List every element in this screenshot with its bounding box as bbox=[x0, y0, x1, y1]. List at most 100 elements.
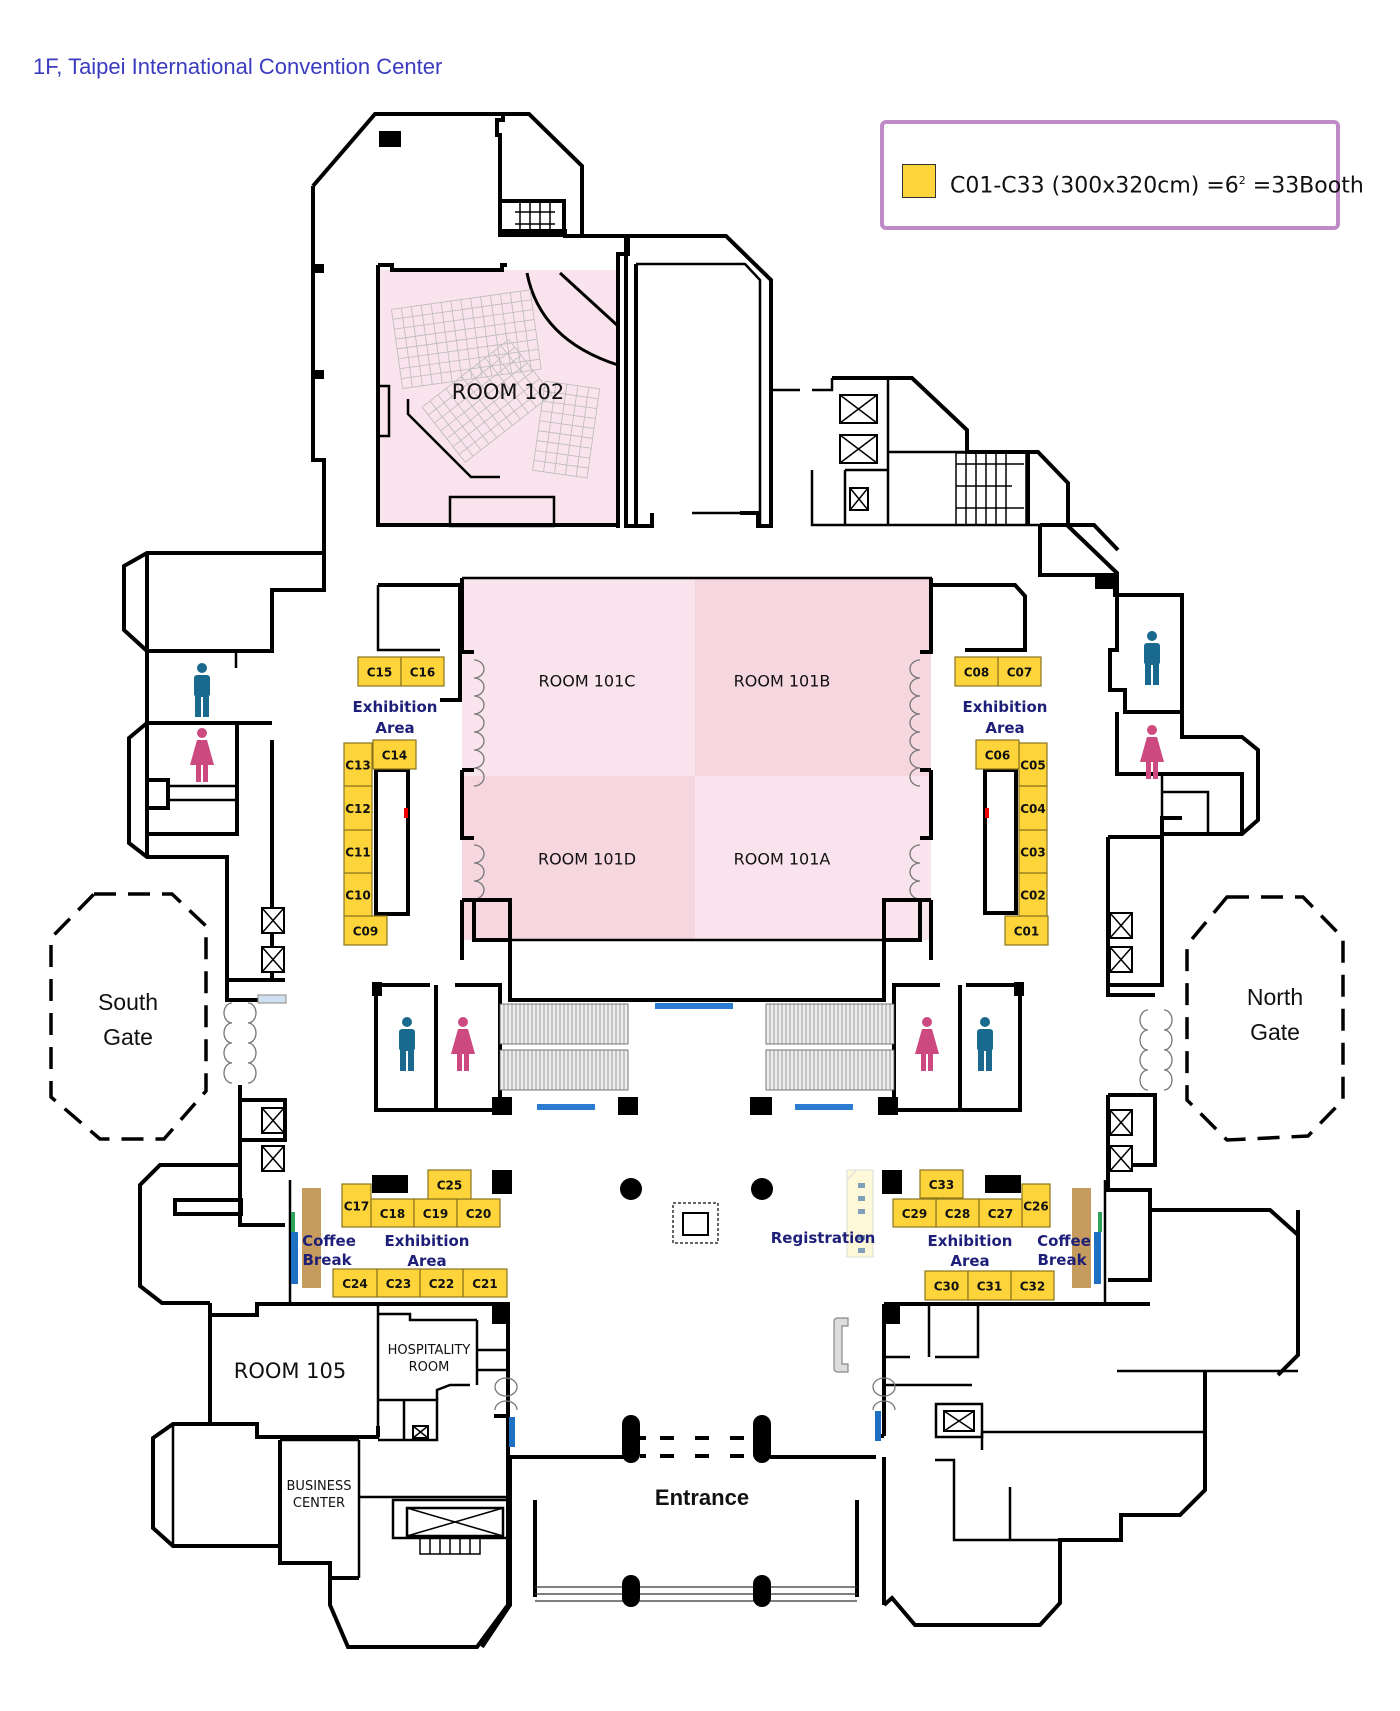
booth-c09[interactable]: C09 bbox=[343, 915, 388, 946]
booth-label: C18 bbox=[380, 1207, 406, 1221]
booth-rect[interactable] bbox=[462, 1268, 508, 1298]
booth-label: C31 bbox=[977, 1280, 1003, 1294]
booth-c19[interactable]: C19 bbox=[413, 1198, 458, 1228]
booth-rect[interactable] bbox=[919, 1169, 964, 1199]
booth-c15[interactable]: C15 bbox=[357, 656, 402, 687]
booth-rect[interactable] bbox=[343, 872, 373, 917]
booth-c18[interactable]: C18 bbox=[370, 1198, 415, 1228]
booth-rect[interactable] bbox=[1018, 872, 1048, 917]
booth-rect[interactable] bbox=[1018, 785, 1048, 831]
booth-c16[interactable]: C16 bbox=[400, 656, 445, 687]
booth-c06[interactable]: C06 bbox=[975, 739, 1020, 770]
booth-rect[interactable] bbox=[343, 785, 373, 831]
legend-text: C01-C33 (300x320cm) =62 =33Booth bbox=[950, 164, 1364, 203]
booth-label: C16 bbox=[410, 666, 436, 680]
booth-c17[interactable]: C17 bbox=[341, 1183, 372, 1228]
male-restroom-icon bbox=[1144, 631, 1160, 685]
exhibition-labels: Exhibition Area Exhibition Area Exhibiti… bbox=[353, 698, 1048, 1270]
booth-c05[interactable]: C05 bbox=[1018, 742, 1048, 787]
booth-rect[interactable] bbox=[935, 1198, 980, 1228]
coffee-break-west-label-1: Coffee bbox=[302, 1232, 356, 1250]
booth-label: C08 bbox=[964, 666, 990, 680]
booth-rect[interactable] bbox=[1018, 742, 1048, 787]
booth-c24[interactable]: C24 bbox=[332, 1268, 378, 1298]
booth-label: C12 bbox=[345, 802, 371, 816]
booth-c14[interactable]: C14 bbox=[372, 739, 417, 770]
booth-rect[interactable] bbox=[332, 1268, 378, 1298]
coffee-break-east: Coffee Break bbox=[1037, 1188, 1102, 1288]
booth-c28[interactable]: C28 bbox=[935, 1198, 980, 1228]
booth-rect[interactable] bbox=[400, 656, 445, 687]
booth-c31[interactable]: C31 bbox=[967, 1270, 1012, 1301]
booth-c20[interactable]: C20 bbox=[456, 1198, 501, 1228]
booth-c04[interactable]: C04 bbox=[1018, 785, 1048, 831]
coffee-break-west-label-2: Break bbox=[302, 1251, 352, 1269]
booth-c29[interactable]: C29 bbox=[892, 1198, 937, 1228]
booth-rect[interactable] bbox=[978, 1198, 1023, 1228]
booth-c11[interactable]: C11 bbox=[343, 829, 373, 874]
booth-rect[interactable] bbox=[343, 742, 373, 787]
booth-rect[interactable] bbox=[997, 656, 1042, 687]
south-gate-label-2: Gate bbox=[103, 1024, 153, 1050]
north-hall-block bbox=[624, 234, 800, 528]
booth-rect[interactable] bbox=[1018, 829, 1048, 874]
room-101-block: ROOM 101C ROOM 101B ROOM 101D ROOM 101A bbox=[376, 576, 1027, 1002]
booth-c32[interactable]: C32 bbox=[1010, 1270, 1055, 1301]
booth-c30[interactable]: C30 bbox=[924, 1270, 969, 1301]
hospitality-room-label-1: HOSPITALITY bbox=[388, 1343, 471, 1358]
booth-rect[interactable] bbox=[954, 656, 999, 687]
booth-c13[interactable]: C13 bbox=[343, 742, 373, 787]
booth-c33[interactable]: C33 bbox=[919, 1169, 964, 1199]
booth-c08[interactable]: C08 bbox=[954, 656, 999, 687]
column bbox=[620, 1178, 642, 1200]
service-core bbox=[810, 376, 1120, 597]
booth-label: C15 bbox=[367, 666, 393, 680]
business-center-label-1: BUSINESS bbox=[287, 1479, 352, 1494]
booth-c10[interactable]: C10 bbox=[343, 872, 373, 917]
booth-c26[interactable]: C26 bbox=[1021, 1183, 1051, 1228]
booth-c03[interactable]: C03 bbox=[1018, 829, 1048, 874]
male-restroom-icon bbox=[194, 663, 210, 717]
booth-rect[interactable] bbox=[370, 1198, 415, 1228]
exhibition-area-se-label-1: Exhibition bbox=[928, 1232, 1013, 1250]
booth-rect[interactable] bbox=[1021, 1183, 1051, 1228]
booth-c23[interactable]: C23 bbox=[376, 1268, 421, 1298]
booth-c01[interactable]: C01 bbox=[1004, 915, 1049, 946]
booth-rect[interactable] bbox=[975, 739, 1020, 770]
booth-rect[interactable] bbox=[892, 1198, 937, 1228]
booth-c22[interactable]: C22 bbox=[419, 1268, 464, 1298]
east-inner-room bbox=[983, 768, 1018, 915]
room-102-seating bbox=[391, 289, 601, 479]
booth-rect[interactable] bbox=[357, 656, 402, 687]
booth-label: C11 bbox=[345, 846, 371, 860]
booth-rect[interactable] bbox=[427, 1169, 472, 1200]
booth-label: C14 bbox=[382, 749, 408, 763]
bench bbox=[833, 1317, 849, 1373]
booth-label: C20 bbox=[466, 1207, 492, 1221]
booth-c27[interactable]: C27 bbox=[978, 1198, 1023, 1228]
booth-rect[interactable] bbox=[456, 1198, 501, 1228]
booth-rect[interactable] bbox=[376, 1268, 421, 1298]
female-restroom-icon bbox=[915, 1017, 939, 1071]
booth-c07[interactable]: C07 bbox=[997, 656, 1042, 687]
booth-c12[interactable]: C12 bbox=[343, 785, 373, 831]
booth-rect[interactable] bbox=[1010, 1270, 1055, 1301]
booth-c21[interactable]: C21 bbox=[462, 1268, 508, 1298]
booth-rect[interactable] bbox=[341, 1183, 372, 1228]
room-102: ROOM 102 bbox=[376, 263, 620, 528]
booth-c25[interactable]: C25 bbox=[427, 1169, 472, 1200]
booth-c02[interactable]: C02 bbox=[1018, 872, 1048, 917]
room-105-label: ROOM 105 bbox=[234, 1359, 347, 1383]
room-102-label: ROOM 102 bbox=[452, 380, 565, 404]
exhibition-area-east-label-2: Area bbox=[985, 719, 1024, 737]
restroom-icons bbox=[190, 631, 1164, 1071]
booth-rect[interactable] bbox=[924, 1270, 969, 1301]
booth-rect[interactable] bbox=[967, 1270, 1012, 1301]
south-gate: South Gate bbox=[49, 892, 208, 1141]
booth-label: C17 bbox=[344, 1200, 370, 1214]
booth-label: C23 bbox=[386, 1277, 412, 1291]
booth-rect[interactable] bbox=[343, 915, 388, 946]
booth-rect[interactable] bbox=[372, 739, 417, 770]
female-restroom-icon bbox=[190, 728, 214, 782]
